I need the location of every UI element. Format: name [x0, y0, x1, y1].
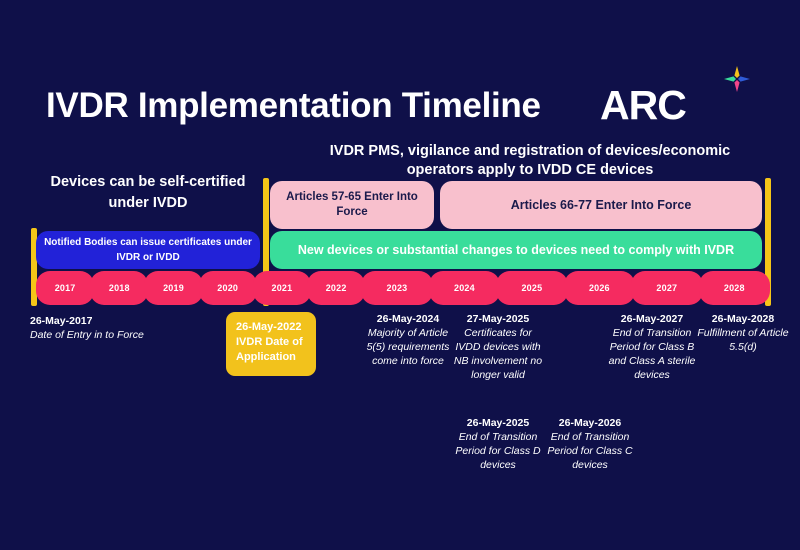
header-right-caption: IVDR PMS, vigilance and registration of … [329, 143, 731, 178]
note-2027-date: 26-May-2027 [620, 313, 684, 325]
year-pill-label: 2023 [386, 283, 408, 293]
note-2025a-desc: Certificates for IVDD devices with NB in… [453, 327, 543, 381]
year-pill-2020[interactable]: 2020 [198, 271, 257, 305]
header-left-caption: Devices can be self-certified under IVDD [50, 174, 246, 211]
note-2026-desc: End of Transition Period for Class C dev… [547, 431, 633, 471]
note-2026-date: 26-May-2026 [558, 417, 622, 429]
band-notified-bodies: Notified Bodies can issue certificates u… [36, 231, 260, 269]
note-2022-desc: IVDR Date of Application [236, 336, 303, 363]
note-2026-class-c: 26-May-2026 End of Transition Period for… [542, 417, 638, 472]
band-articles-57-65: Articles 57-65 Enter Into Force [270, 181, 434, 229]
note-2025-certificates: 27-May-2025 Certificates for IVDD device… [452, 313, 544, 382]
note-2028: 26-May-2028 Fulfillment of Article 5.5(d… [696, 313, 790, 354]
year-pill-label: 2017 [54, 283, 76, 293]
page-title: IVDR Implementation Timeline [46, 86, 541, 125]
year-pill-2018[interactable]: 2018 [90, 271, 149, 305]
year-pill-label: 2026 [588, 283, 610, 293]
year-pill-label: 2027 [656, 283, 678, 293]
note-2024-date: 26-May-2024 [376, 313, 440, 325]
year-pill-label: 2022 [325, 283, 347, 293]
note-2027: 26-May-2027 End of Transition Period for… [602, 313, 702, 382]
year-pill-2025[interactable]: 2025 [496, 271, 568, 305]
year-pill-label: 2020 [217, 283, 239, 293]
year-pill-2021[interactable]: 2021 [252, 271, 312, 305]
year-strip: 2017 2018 2019 2020 2021 2022 2023 2024 2025 2026… [36, 271, 771, 305]
note-2025-class-d: 26-May-2025 End of Transition Period for… [450, 417, 546, 472]
year-pill-2026[interactable]: 2026 [563, 271, 636, 305]
note-2025b-date: 26-May-2025 [466, 417, 530, 429]
divider-left [31, 228, 37, 306]
year-pill-label: 2018 [108, 283, 130, 293]
year-pill-2028[interactable]: 2028 [698, 271, 771, 305]
year-pill-2023[interactable]: 2023 [361, 271, 433, 305]
note-2025a-date: 27-May-2025 [466, 313, 530, 325]
logo-wordmark: ARC [600, 82, 687, 128]
year-pill-label: 2024 [454, 283, 475, 293]
note-2022-callout: 26-May-2022 IVDR Date of Application [226, 312, 316, 376]
note-2017: 26-May-2017 Date of Entry in to Force [30, 315, 160, 342]
note-2022-date: 26-May-2022 [236, 321, 302, 333]
year-pill-label: 2028 [723, 283, 745, 293]
note-2025b-desc: End of Transition Period for Class D dev… [455, 431, 541, 471]
note-2028-desc: Fulfillment of Article 5.5(d) [697, 327, 789, 353]
note-2017-desc: Date of Entry in to Force [30, 329, 144, 341]
divider-2022 [263, 178, 269, 306]
year-pill-2017[interactable]: 2017 [36, 271, 95, 305]
arc-logo: ARC [600, 66, 760, 130]
note-2027-desc: End of Transition Period for Class B and… [608, 327, 696, 381]
note-2028-date: 26-May-2028 [711, 313, 775, 325]
four-point-star-icon [722, 64, 752, 94]
divider-right [765, 178, 771, 306]
note-2017-date: 26-May-2017 [30, 315, 93, 327]
band-new-devices: New devices or substantial changes to de… [270, 231, 762, 269]
band-articles-66-77: Articles 66-77 Enter Into Force [440, 181, 762, 229]
year-pill-label: 2019 [163, 283, 184, 293]
year-pill-label: 2021 [271, 283, 293, 293]
year-pill-2027[interactable]: 2027 [631, 271, 703, 305]
year-pill-label: 2025 [521, 283, 543, 293]
note-2024: 26-May-2024 Majority of Article 5(5) req… [358, 313, 458, 368]
note-2024-desc: Majority of Article 5(5) requirements co… [366, 327, 450, 367]
year-pill-2022[interactable]: 2022 [307, 271, 366, 305]
year-pill-2019[interactable]: 2019 [144, 271, 203, 305]
year-pill-2024[interactable]: 2024 [428, 271, 501, 305]
